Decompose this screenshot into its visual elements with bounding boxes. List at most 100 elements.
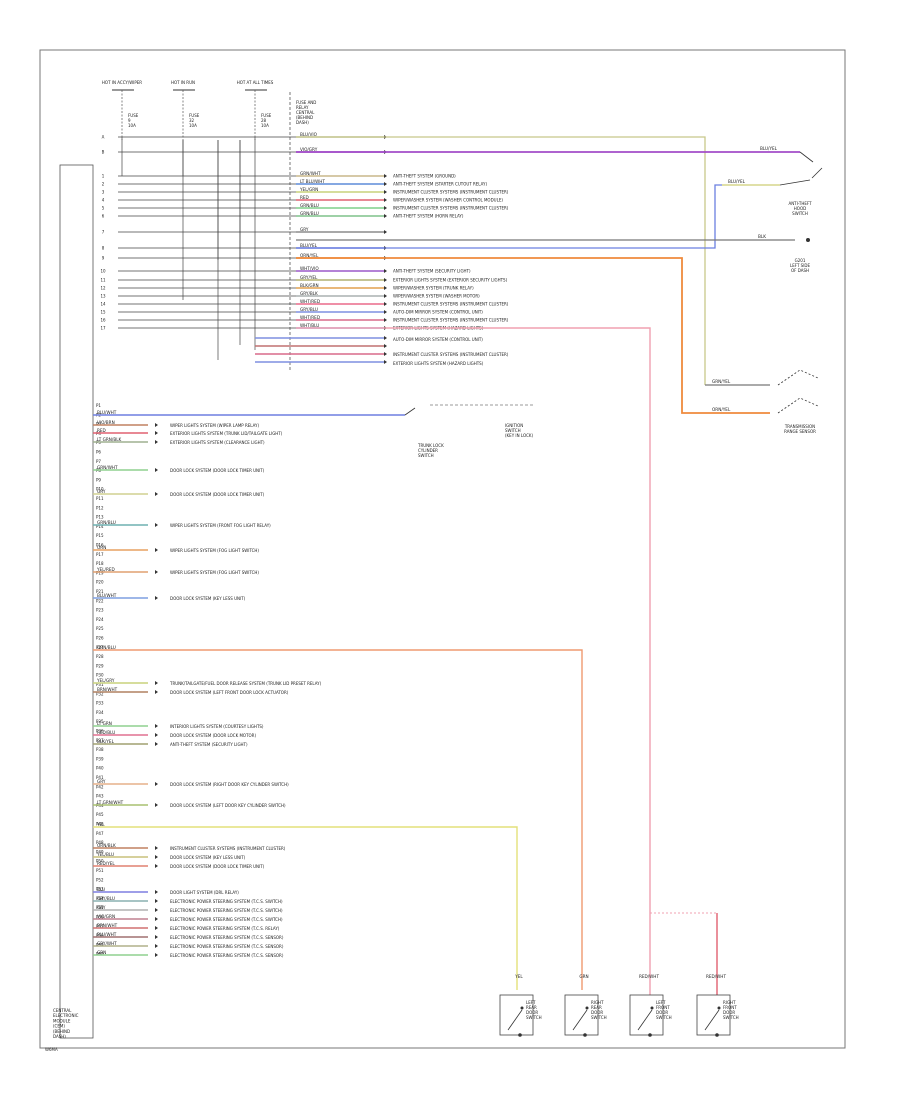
wire-color-label: BRN/WHT: [97, 687, 118, 692]
fuse-label: 10A: [128, 123, 136, 128]
wire-destination: INSTRUMENT CLUSTER SYSTEMS (INSTRUMENT C…: [393, 190, 509, 195]
connector-arrow: [155, 803, 158, 807]
upper-pin-number: 9: [102, 256, 105, 261]
lower-pin-number: P31: [96, 682, 104, 687]
upper-pin-number: 17: [100, 326, 106, 331]
component-label: SWITCH: [591, 1015, 607, 1020]
wire-destination: DOOR LOCK SYSTEM (KEY LESS UNIT): [170, 596, 246, 601]
connector-arrow: [155, 492, 158, 496]
wire-destination: INSTRUMENT CLUSTER SYSTEMS (INSTRUMENT C…: [393, 206, 509, 211]
wire-color-label: BLU/WHT: [97, 932, 117, 937]
wire-color-label: YEL/RED: [96, 567, 115, 572]
upper-pin-number: 2: [102, 182, 105, 187]
fuse-feed-label: HOT AT ALL TIMES: [237, 80, 274, 85]
door-switch-box: [629, 994, 664, 1036]
lower-pin-number: P43: [96, 794, 104, 799]
wire-color-label: GRN/YEL: [712, 379, 731, 384]
connector-arrow: [384, 302, 387, 306]
ground-point: [806, 238, 810, 242]
lower-pin-number: P32: [96, 691, 104, 696]
wire-color-label: GRY: [97, 905, 106, 910]
lower-pin-number: P3: [96, 422, 101, 427]
lower-pin-number: P6: [96, 450, 101, 455]
upper-pin-number: 16: [100, 318, 106, 323]
long-wire: [148, 826, 518, 990]
wire-color-label: GRY/YEL: [300, 275, 318, 280]
lower-pin-number: P25: [96, 626, 104, 631]
fuse-label: FUSE: [261, 113, 272, 118]
component-label: HOOD: [794, 206, 806, 211]
wire-destination: EXTERIOR LIGHTS SYSTEM (CLEARANCE LIGHT): [170, 440, 265, 445]
connector-arrow: [155, 899, 158, 903]
connector-arrow: [155, 917, 158, 921]
switch-contact: [811, 167, 823, 179]
fuse-box-title: DASH): [296, 120, 309, 125]
lower-pin-number: P38: [96, 747, 104, 752]
upper-pin-number: 8: [102, 246, 105, 251]
lower-pin-number: P42: [96, 784, 104, 789]
wire-color-label: ORN/BLK: [97, 843, 116, 848]
wire-color-label: YEL/GRY: [96, 678, 115, 683]
wire-color-label: BLU/WHT: [97, 593, 117, 598]
door-switch-box: [696, 994, 731, 1036]
fuse-feed-label: HOT IN RUN: [171, 80, 195, 85]
switch-contact: [704, 1009, 720, 1031]
lower-pin-number: P46: [96, 822, 104, 827]
connector-arrow: [155, 570, 158, 574]
component-label: TRUNK LOCK: [417, 443, 444, 448]
wire-color-label: GRY: [300, 227, 309, 232]
upper-pin-number: A: [102, 135, 105, 140]
wire-destination: INSTRUMENT CLUSTER SYSTEMS (INSTRUMENT C…: [393, 302, 509, 307]
wire-destination: WIPER LIGHTS SYSTEM (FOG LIGHT SWITCH): [170, 570, 259, 575]
fuse-label: 28: [261, 118, 267, 123]
fuse-label: 10A: [261, 123, 269, 128]
connector-arrow: [155, 944, 158, 948]
fuse-box-title: (BEHIND: [296, 115, 313, 120]
wire-color-label: GRN/BLU: [97, 520, 116, 525]
wire-color-label: BLK/GRN: [300, 283, 319, 288]
wire-color-label: RED/WHT: [706, 974, 726, 979]
wire-color-label: LT GRN/BLK: [97, 437, 122, 442]
lower-pin-number: P1: [96, 403, 101, 408]
connector-arrow: [384, 310, 387, 314]
upper-pin-number: 13: [100, 294, 106, 299]
fuse-feed-label: HOT IN ACCY/WIPER: [102, 80, 142, 85]
fuse-label: FUSE: [128, 113, 139, 118]
component-label: DOOR: [591, 1010, 603, 1015]
connector-arrow: [384, 190, 387, 194]
connector-arrow: [155, 468, 158, 472]
wire-color-label: RED: [97, 428, 106, 433]
wire-color-label: YEL: [96, 822, 105, 827]
upper-pin-number: 1: [102, 174, 105, 179]
connector-arrow: [384, 198, 387, 202]
cem-label-line: MODULE: [53, 1018, 71, 1023]
connector-arrow: [155, 548, 158, 552]
connector-arrow: [155, 733, 158, 737]
switch-contact: [507, 1009, 523, 1031]
lower-pin-number: P15: [96, 533, 104, 538]
upper-pin-number: B: [102, 150, 105, 155]
footer-code: W6MA: [45, 1047, 58, 1052]
connector-arrow: [155, 890, 158, 894]
lower-pin-number: P57: [96, 924, 104, 929]
component-label: REAR: [591, 1005, 602, 1010]
connector-arrow: [155, 935, 158, 939]
long-wire: [296, 136, 706, 385]
upper-pin-number: 5: [102, 206, 105, 211]
wire-color-label: YEL/BLU: [96, 852, 114, 857]
wire-destination: WIPER/WASHER SYSTEM (TRUNK RELAY): [393, 286, 474, 291]
component-label: SWITCH: [418, 453, 434, 458]
wire-color-label: GRY/BLK: [300, 291, 318, 296]
lower-pin-number: P59: [96, 942, 104, 947]
component-label: FRONT: [656, 1005, 670, 1010]
wire-destination: EXTERIOR LIGHTS SYSTEM (HAZARD LIGHTS): [393, 361, 484, 366]
wire-color-label: WHT/RED: [300, 315, 320, 320]
wire-destination: EXTERIOR LIGHTS SYSTEM (TRUNK LID/TAILGA…: [170, 431, 283, 436]
wire-color-label: GRY: [97, 489, 106, 494]
component-label: RIGHT: [591, 1000, 604, 1005]
component-label: LEFT SIDE: [790, 263, 811, 268]
lower-pin-number: P33: [96, 701, 104, 706]
wire-destination: ELECTRONIC POWER STEERING SYSTEM (T.C.S.…: [170, 899, 283, 904]
